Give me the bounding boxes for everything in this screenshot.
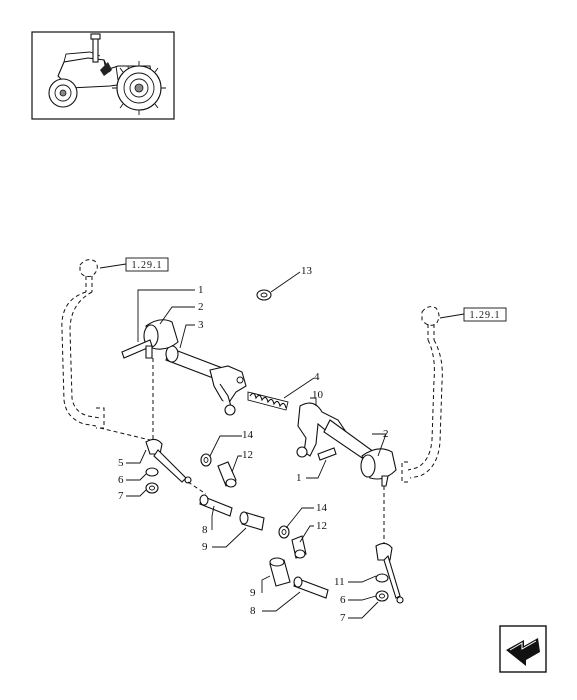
callout-6b: 6: [340, 594, 346, 606]
left-gear-lever-phantom: [61, 259, 105, 429]
callout-3: 3: [198, 319, 204, 331]
callout-13: 13: [301, 265, 313, 277]
callout-7a: 7: [118, 490, 124, 502]
spring-4: [247, 377, 315, 411]
reference-right[interactable]: 1.29.1: [439, 307, 507, 322]
sleeve-9-lower: [269, 557, 291, 587]
callout-2b: 2: [383, 428, 389, 440]
reference-right-label: 1.29.1: [470, 310, 501, 321]
detent-12-upper: [217, 461, 237, 488]
callout-9b: 9: [250, 587, 256, 599]
tractor-thumbnail: [31, 31, 175, 120]
right-gear-lever-phantom: [401, 306, 443, 483]
callout-14b: 14: [316, 502, 328, 514]
detent-12-lower: [291, 535, 307, 559]
nav-arrow-button[interactable]: [499, 625, 547, 673]
sleeve-9-upper: [239, 511, 265, 531]
callout-8a: 8: [202, 524, 208, 536]
callout-12b: 12: [316, 520, 327, 532]
callouts: 1 2 3 13 4 10 2 1 14 12 5 6 7 8 9 14 12 …: [118, 265, 389, 624]
nav-arrow-icon: [506, 638, 540, 666]
callout-7b: 7: [340, 612, 346, 624]
callout-12a: 12: [242, 449, 253, 461]
callout-10: 10: [312, 389, 324, 401]
reference-left[interactable]: 1.29.1: [99, 257, 169, 272]
right-lower-lever: [375, 542, 404, 604]
washer-14-lower: [278, 525, 290, 539]
reference-left-label: 1.29.1: [132, 260, 163, 271]
washer-14-upper: [200, 453, 212, 467]
callout-5: 5: [118, 457, 124, 469]
callout-1a: 1: [198, 284, 204, 296]
left-shift-shaft: [121, 319, 247, 416]
callout-14a: 14: [242, 429, 254, 441]
callout-2a: 2: [198, 301, 204, 313]
washer-13: [256, 271, 301, 301]
left-lower-lever: [145, 438, 207, 495]
callout-8b: 8: [250, 605, 256, 617]
callout-4: 4: [314, 371, 320, 383]
leader-lines: [126, 289, 387, 619]
right-shift-shaft: [296, 402, 397, 487]
pin-8-upper: [199, 494, 233, 517]
callout-6a: 6: [118, 474, 124, 486]
callout-1b: 1: [296, 472, 302, 484]
tractor-icon: [48, 33, 166, 115]
callout-9a: 9: [202, 541, 208, 553]
pin-8-lower: [293, 576, 329, 599]
callout-11: 11: [334, 576, 345, 588]
